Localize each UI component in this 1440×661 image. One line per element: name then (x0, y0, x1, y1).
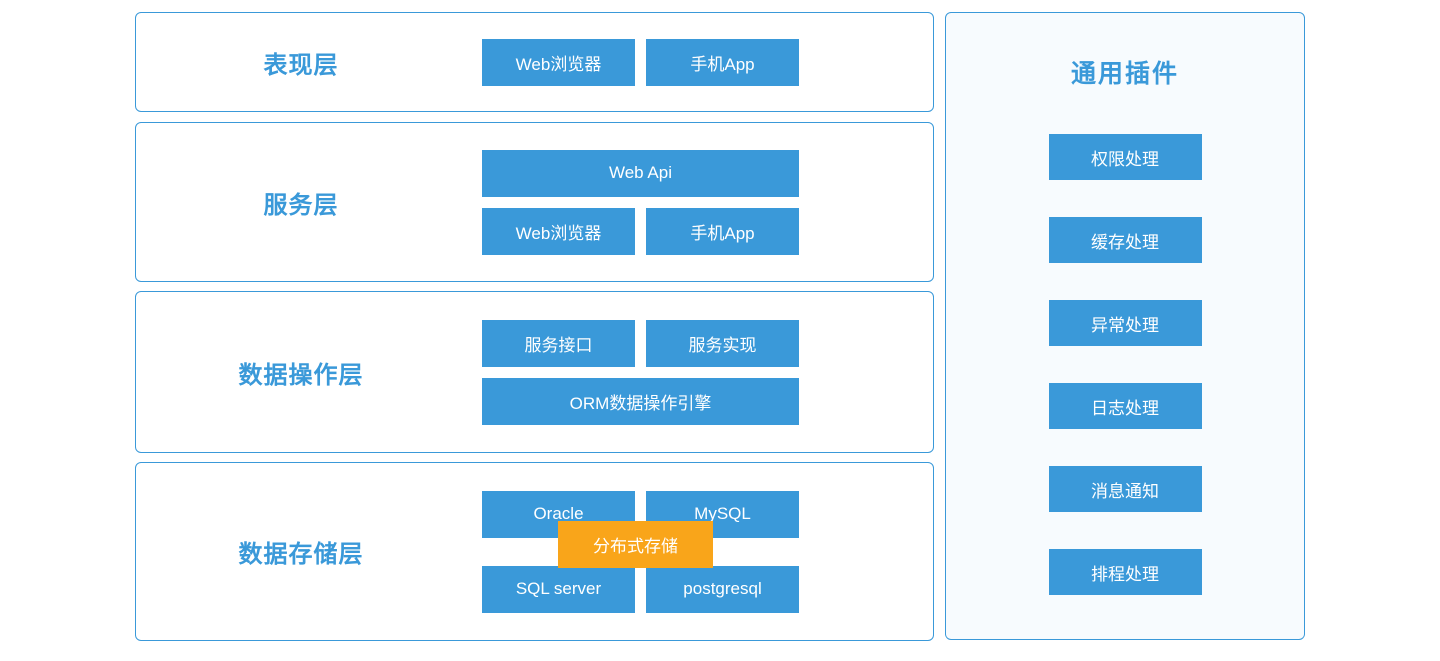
layer-presentation-nodes: Web浏览器 手机App (482, 38, 799, 86)
node-service-interface: 服务接口 (482, 319, 635, 367)
node-service-implementation: 服务实现 (646, 319, 799, 367)
plugins-panel-title: 通用插件 (1070, 60, 1179, 88)
node-orm-engine: ORM数据操作引擎 (482, 377, 799, 425)
node-web-browser: Web浏览器 (482, 38, 635, 86)
node-web-browser: Web浏览器 (482, 207, 635, 255)
node-mobile-app: 手机App (646, 38, 799, 86)
layer-service-nodes: Web Api Web浏览器 手机App (482, 149, 799, 255)
layer-service-label: 服务层 (263, 191, 339, 219)
node-permission-handling: 权限处理 (1048, 134, 1202, 180)
layer-data-storage: 数据存储层 Oracle MySQL SQL server postgresql… (135, 462, 934, 641)
node-schedule-handling: 排程处理 (1048, 549, 1202, 595)
layer-data-storage-label: 数据存储层 (238, 541, 364, 568)
layer-data-operation-label: 数据操作层 (238, 361, 364, 389)
node-exception-handling: 异常处理 (1048, 300, 1202, 346)
node-distributed-storage: 分布式存储 (558, 521, 713, 568)
node-message-notification: 消息通知 (1048, 466, 1202, 512)
layer-presentation: 表现层 Web浏览器 手机App (135, 12, 934, 112)
node-mobile-app: 手机App (646, 207, 799, 255)
node-postgresql: postgresql (646, 565, 799, 613)
plugins-list: 权限处理 缓存处理 异常处理 日志处理 消息通知 排程处理 (1048, 134, 1202, 595)
layer-service: 服务层 Web Api Web浏览器 手机App (135, 122, 934, 282)
node-cache-handling: 缓存处理 (1048, 217, 1202, 263)
node-web-api: Web Api (482, 149, 799, 197)
layer-data-operation-nodes: 服务接口 服务实现 ORM数据操作引擎 (482, 319, 799, 425)
layer-presentation-label: 表现层 (263, 51, 339, 79)
node-sql-server: SQL server (482, 565, 635, 613)
layer-data-operation: 数据操作层 服务接口 服务实现 ORM数据操作引擎 (135, 291, 934, 453)
plugins-panel: 通用插件 权限处理 缓存处理 异常处理 日志处理 消息通知 排程处理 (945, 12, 1305, 640)
node-log-handling: 日志处理 (1048, 383, 1202, 429)
